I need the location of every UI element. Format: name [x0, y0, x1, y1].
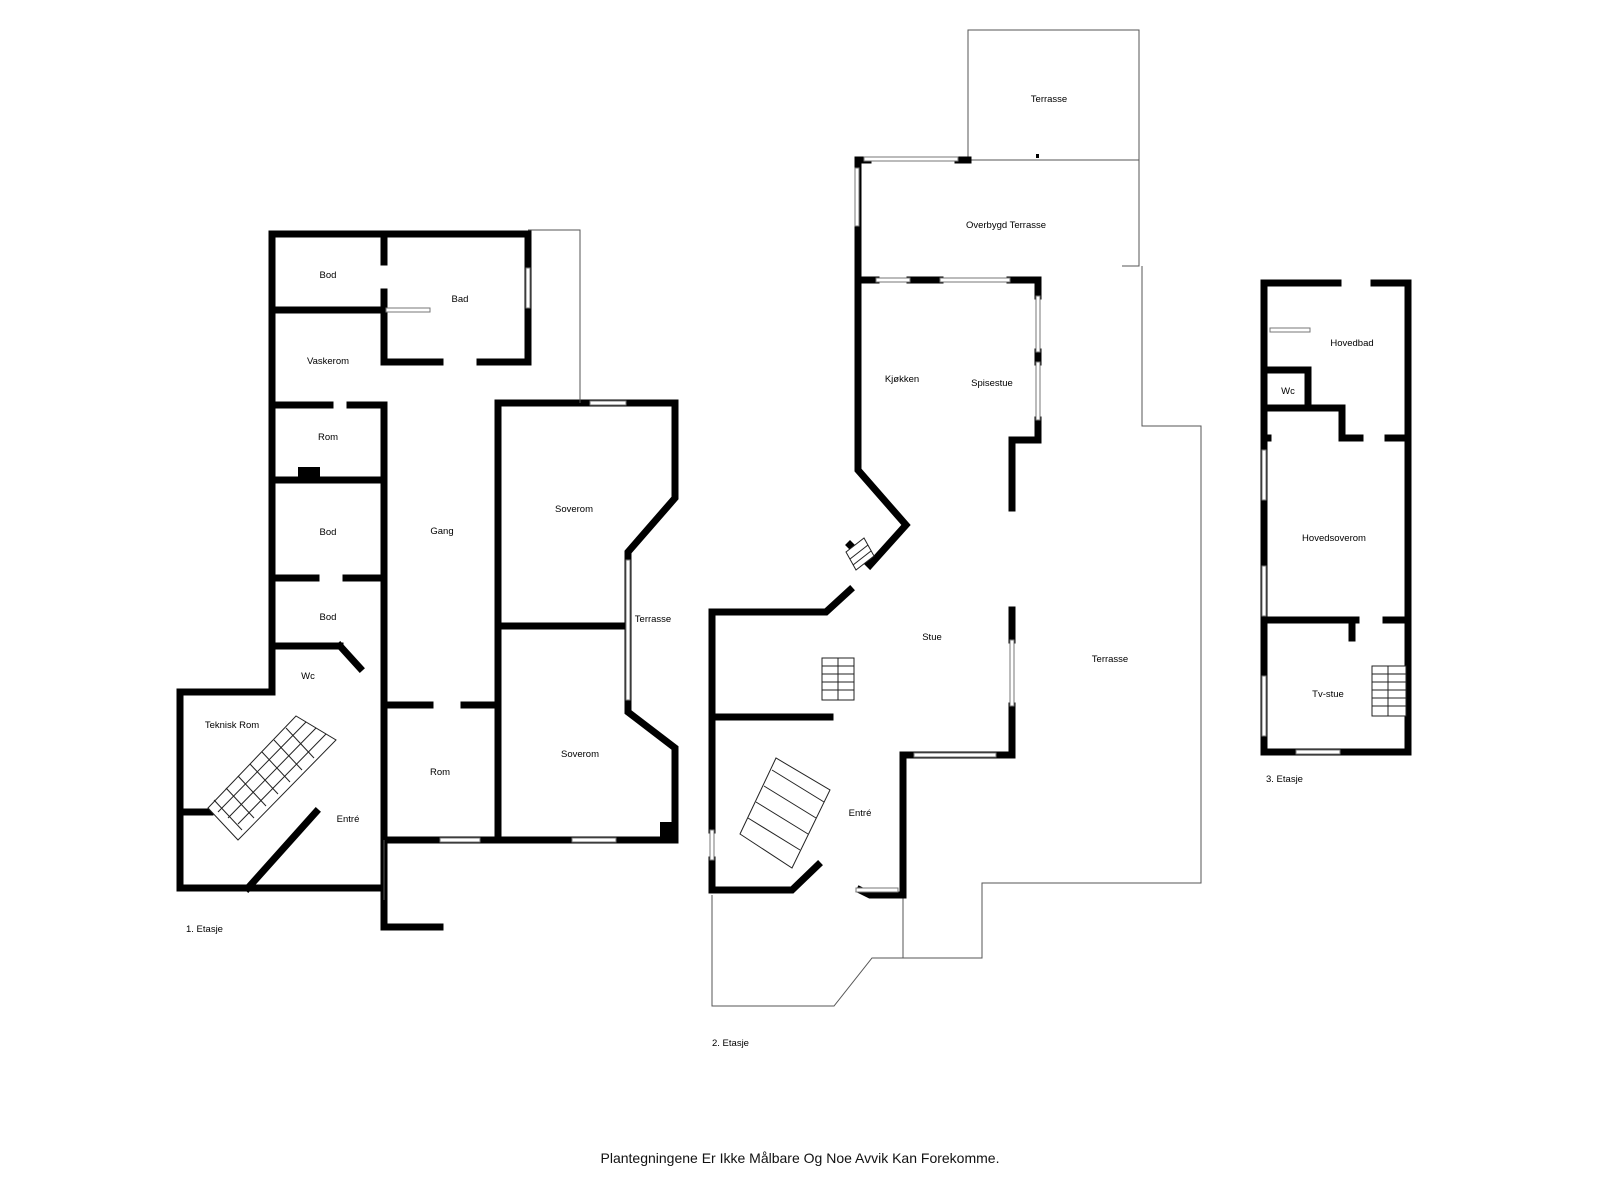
floor-label-2: 2. Etasje — [712, 1038, 749, 1049]
room-label-f1-rom-1: Rom — [318, 432, 338, 443]
room-label-f2-overbygd-terrasse: Overbygd Terrasse — [966, 220, 1046, 231]
room-label-f2-stue: Stue — [922, 632, 942, 643]
room-label-f1-soverom-1: Soverom — [555, 504, 593, 515]
floor-3-plan: Hovedbad Wc Hovedsoverom Tv-stue 3. Etas… — [1260, 279, 1412, 785]
floor-2-plan: Terrasse Overbygd Terrasse Kjøkken Spise… — [708, 29, 1202, 1049]
room-label-f1-wc: Wc — [301, 671, 315, 682]
room-label-f2-spisestue: Spisestue — [971, 378, 1013, 389]
room-label-f3-tv-stue: Tv-stue — [1312, 689, 1344, 700]
room-label-f1-bod-3: Bod — [320, 612, 337, 623]
room-label-f1-soverom-2: Soverom — [561, 749, 599, 760]
floor-1-stairs — [207, 715, 337, 841]
room-label-f1-bod-2: Bod — [320, 527, 337, 538]
floor-3-stairs — [1371, 665, 1407, 717]
room-label-f1-teknisk-rom: Teknisk Rom — [205, 720, 259, 731]
room-label-f1-bod-1: Bod — [320, 270, 337, 281]
room-label-f1-vaskerom: Vaskerom — [307, 356, 349, 367]
room-label-f2-kjokken: Kjøkken — [885, 374, 919, 385]
room-label-f1-rom-2: Rom — [430, 767, 450, 778]
floor-label-3: 3. Etasje — [1266, 774, 1303, 785]
floor-1-plan: Bod Bad Vaskerom Rom Bod Gang Soverom Bo… — [176, 229, 679, 935]
room-label-f3-hovedsoverom: Hovedsoverom — [1302, 533, 1366, 544]
disclaimer-text: Plantegningene Er Ikke Målbare Og Noe Av… — [600, 1150, 1000, 1166]
room-label-f1-bad: Bad — [452, 294, 469, 305]
room-label-f3-wc: Wc — [1281, 386, 1295, 397]
room-label-f1-gang: Gang — [430, 526, 453, 537]
room-label-f2-entre: Entré — [849, 808, 872, 819]
floor-label-1: 1. Etasje — [186, 924, 223, 935]
room-label-f2-terrasse-2: Terrasse — [1092, 654, 1128, 665]
room-label-f2-terrasse-1: Terrasse — [1031, 94, 1067, 105]
room-label-f1-terrasse: Terrasse — [635, 614, 671, 625]
room-label-f3-hovedbad: Hovedbad — [1330, 338, 1373, 349]
room-label-f1-entre: Entré — [337, 814, 360, 825]
floor-2-stairs — [739, 537, 875, 869]
